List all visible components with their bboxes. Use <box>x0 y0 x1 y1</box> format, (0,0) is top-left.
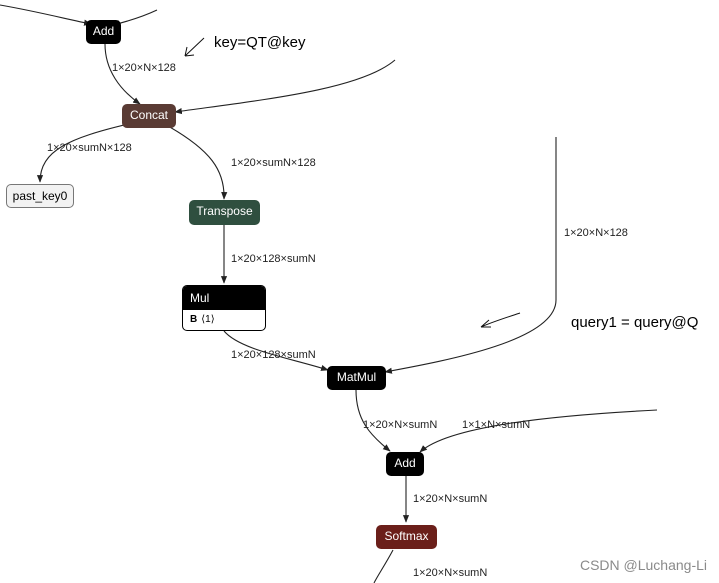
edge-mask-to-add <box>419 409 658 453</box>
edge-label-matmul-to-add: 1×20×N×sumN <box>363 419 438 431</box>
edge-input-add-top <box>0 4 92 26</box>
matmul-node[interactable]: MatMul <box>327 366 386 390</box>
edge-label-transpose-to-mul: 1×20×128×sumN <box>231 253 316 265</box>
annotation-key: key=QT@key <box>214 34 306 51</box>
edge-label-query-to-matmul: 1×20×N×128 <box>564 227 628 239</box>
edge-matmul-to-add <box>355 389 391 452</box>
mul-node[interactable]: Mul B⟨1⟩ <box>182 285 266 331</box>
concat-node[interactable]: Concat <box>122 104 176 128</box>
mul-node-attribute: B⟨1⟩ <box>183 310 265 330</box>
edge-label-concat-to-transpose: 1×20×sumN×128 <box>231 157 316 169</box>
edge-concat-to-past-key0 <box>36 123 129 183</box>
annotation-arrow-query <box>480 312 521 328</box>
edge-label-concat-to-past-key0: 1×20×sumN×128 <box>47 142 132 154</box>
past-key0-node[interactable]: past_key0 <box>6 184 74 208</box>
edge-label-mul-to-matmul: 1×20×128×sumN <box>231 349 316 361</box>
mul-node-title: Mul <box>183 286 265 310</box>
edge-concat-to-transpose <box>167 125 228 200</box>
edge-key-to-concat <box>174 59 396 115</box>
annotation-arrow-key <box>184 37 205 57</box>
edge-label-add-to-softmax: 1×20×N×sumN <box>413 493 488 505</box>
mul-attr-value: ⟨1⟩ <box>201 314 215 325</box>
edge-mul-to-matmul <box>223 330 329 371</box>
edge-add-to-concat <box>104 43 141 105</box>
add-node-top[interactable]: Add <box>86 20 121 44</box>
edge-query-to-matmul <box>384 137 557 374</box>
edge-label-mask-to-add: 1×1×N×sumN <box>462 419 531 431</box>
edge-label-softmax-out: 1×20×N×sumN <box>413 567 488 579</box>
edge-label-add-to-concat: 1×20×N×128 <box>112 62 176 74</box>
softmax-node[interactable]: Softmax <box>376 525 437 549</box>
annotation-query: query1 = query@Q <box>571 314 699 331</box>
watermark: CSDN @Luchang-Li <box>579 557 707 573</box>
transpose-node[interactable]: Transpose <box>189 200 260 225</box>
mul-attr-name: B <box>190 314 198 325</box>
edge-softmax-out <box>373 549 394 583</box>
add-node-bottom[interactable]: Add <box>386 452 424 476</box>
